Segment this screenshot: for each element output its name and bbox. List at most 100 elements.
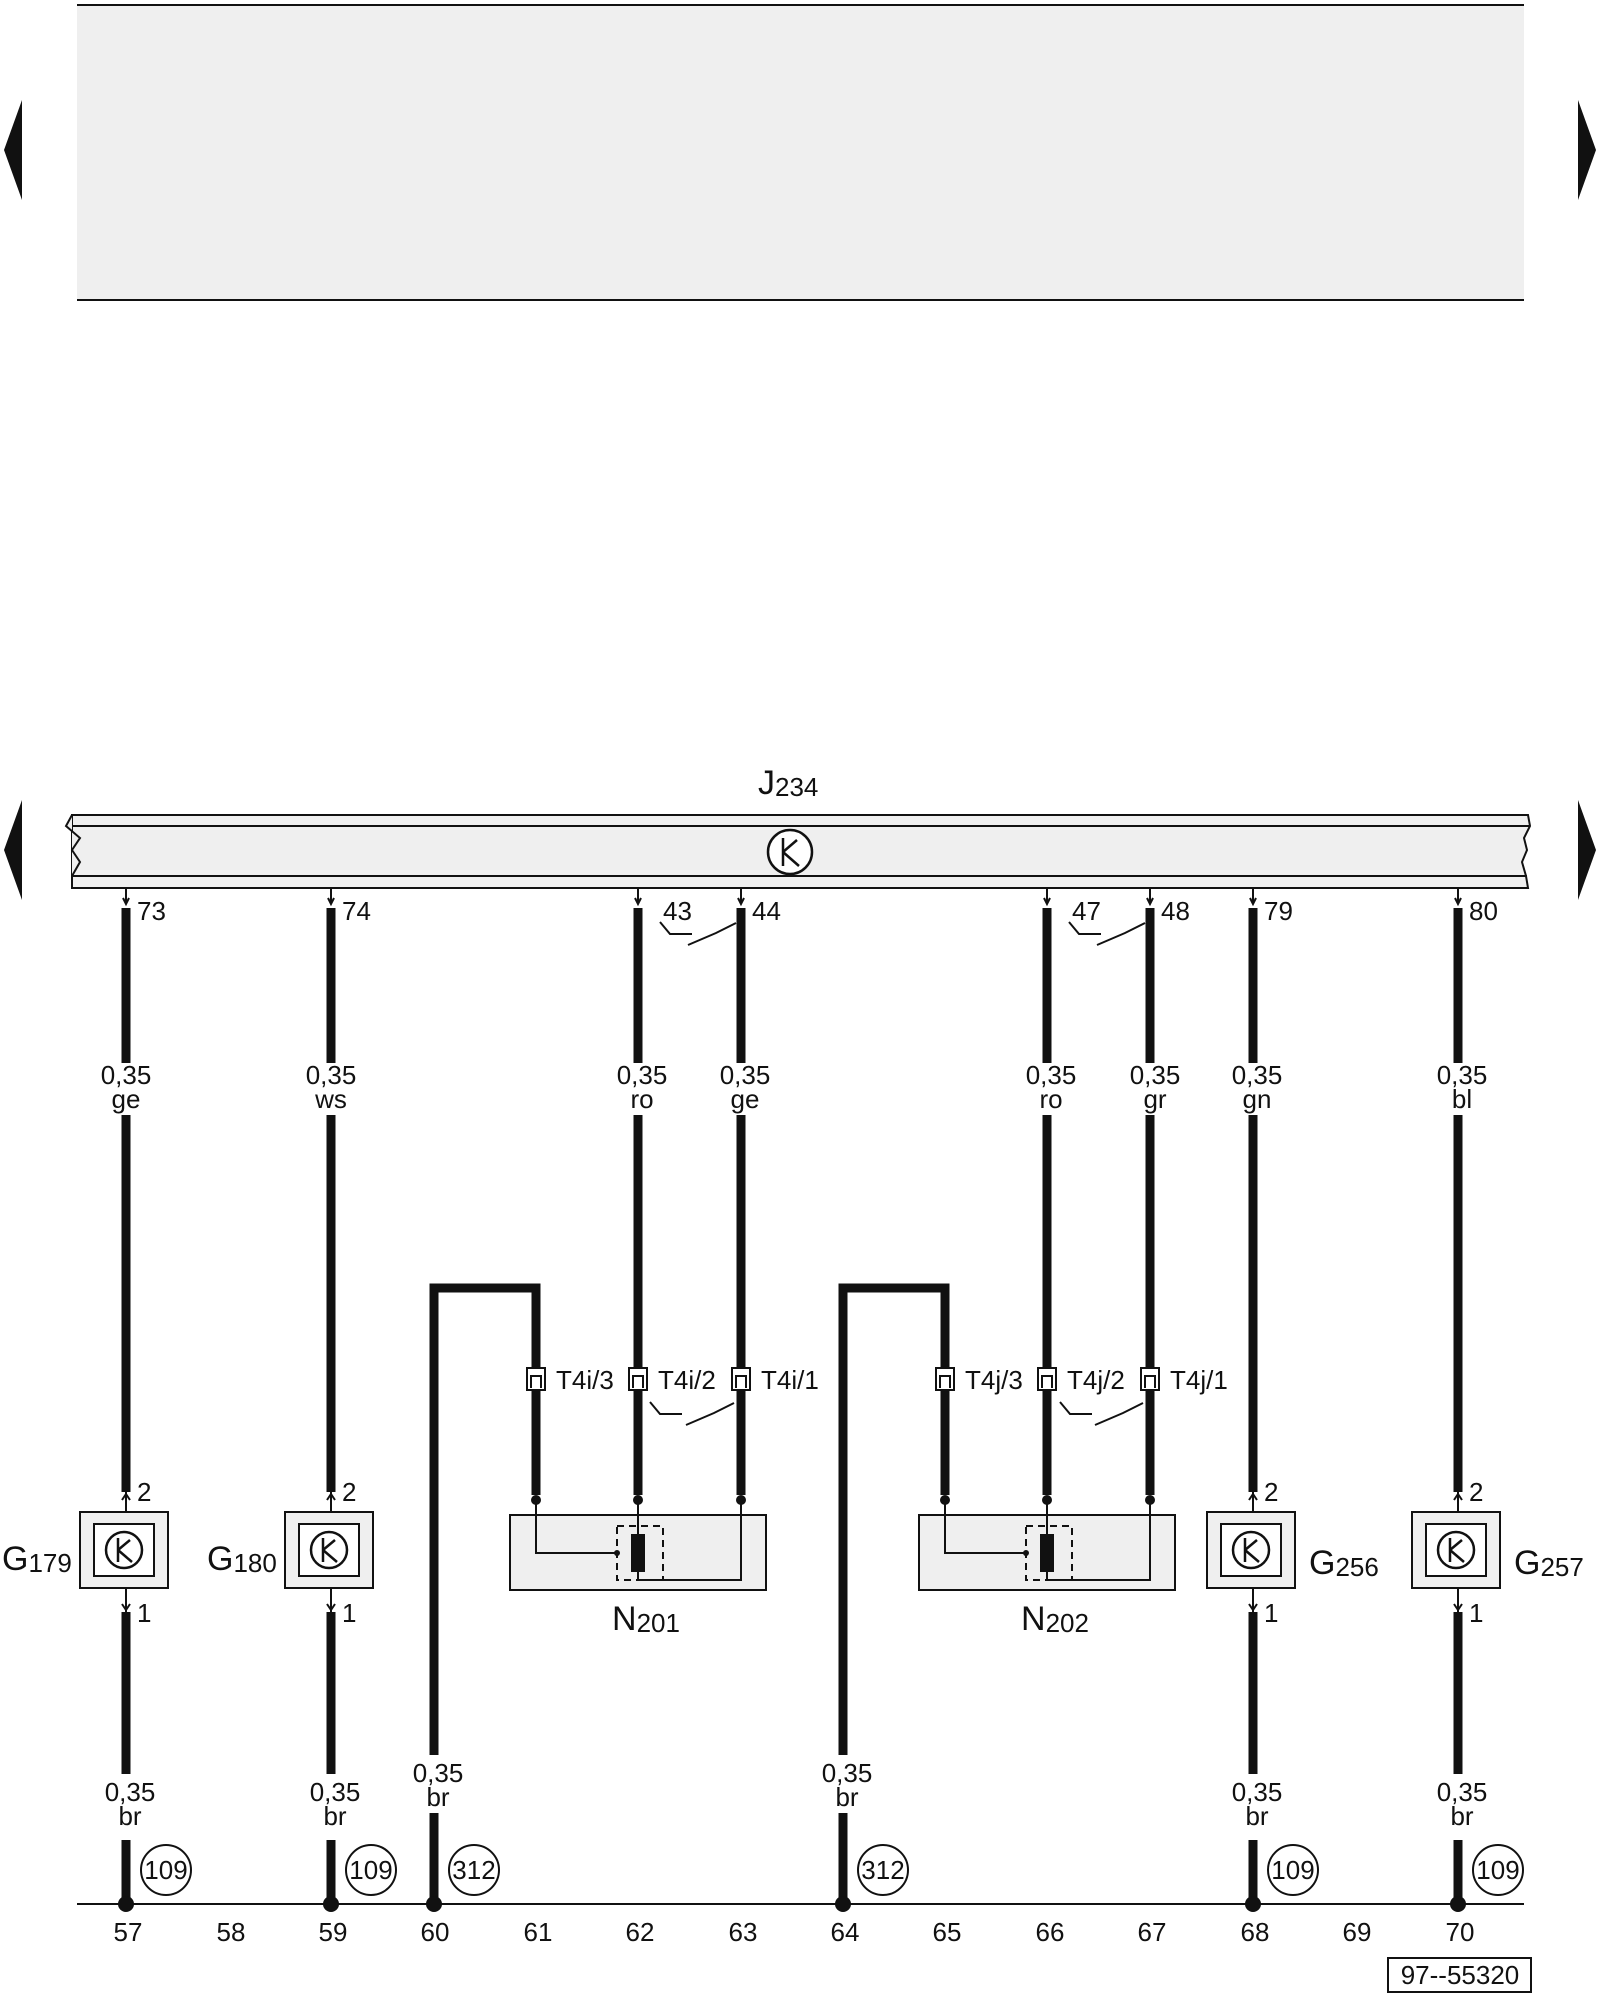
sensor-pin: 2: [342, 1477, 356, 1507]
connector-icon: [731, 1367, 751, 1391]
footer-code-box: [1387, 1957, 1532, 1993]
svg-text:br: br: [426, 1782, 449, 1812]
ground-bus-nodes: [118, 1896, 1466, 1912]
twisted-pair-marker: [1068, 921, 1146, 946]
svg-text:gr: gr: [1143, 1084, 1166, 1114]
sensor-g179: [79, 1492, 169, 1612]
sensor-pin: 2: [1469, 1477, 1483, 1507]
pin-79: 79: [1264, 896, 1293, 926]
track-number: 59: [319, 1917, 348, 1947]
connector-icon: [628, 1367, 648, 1391]
track-number: 65: [933, 1917, 962, 1947]
sensor-pin: 1: [137, 1598, 151, 1628]
track-number: 60: [421, 1917, 450, 1947]
track-number: 67: [1138, 1917, 1167, 1947]
svg-text:ge: ge: [731, 1084, 760, 1114]
ground-ref-109: 109: [1267, 1844, 1319, 1896]
connector-icon: [935, 1367, 955, 1391]
svg-text:0,35: 0,35: [101, 1060, 152, 1090]
svg-text:gn: gn: [1243, 1084, 1272, 1114]
twisted-pair-marker: [659, 921, 737, 946]
svg-text:br: br: [835, 1782, 858, 1812]
svg-text:0,35: 0,35: [1232, 1777, 1283, 1807]
sensor-label-g256: G256: [1309, 1544, 1379, 1582]
svg-text:br: br: [1245, 1801, 1268, 1831]
svg-text:109: 109: [1476, 1855, 1519, 1885]
ground-ref-312: 312: [448, 1844, 500, 1896]
prev-section-arrow[interactable]: [4, 800, 22, 900]
sensor-pin: 2: [137, 1477, 151, 1507]
control-unit-symbol-icon: [766, 828, 814, 876]
connector-icon: [1037, 1367, 1057, 1391]
svg-text:0,35: 0,35: [310, 1777, 361, 1807]
svg-text:ro: ro: [1039, 1084, 1062, 1114]
connector-icon: [1140, 1367, 1160, 1391]
svg-text:bl: bl: [1452, 1084, 1472, 1114]
prev-page-arrow[interactable]: [4, 100, 22, 200]
svg-text:0,35: 0,35: [1437, 1777, 1488, 1807]
svg-text:0,35: 0,35: [1026, 1060, 1077, 1090]
pin-44: 44: [752, 896, 781, 926]
next-page-arrow[interactable]: [1578, 100, 1596, 200]
footer-code: 97--55320: [1401, 1960, 1520, 1990]
svg-text:109: 109: [144, 1855, 187, 1885]
svg-text:br: br: [118, 1801, 141, 1831]
connector-label-t4j-2: T4j/2: [1067, 1365, 1125, 1395]
sensor-label-g180: G180: [207, 1540, 277, 1578]
top-panel: [77, 5, 1524, 300]
sensor-pin: 1: [1469, 1598, 1483, 1628]
svg-text:0,35: 0,35: [1130, 1060, 1181, 1090]
pin-73: 73: [137, 896, 166, 926]
pin-80: 80: [1469, 896, 1498, 926]
connector-label-t4i-2: T4i/2: [658, 1365, 716, 1395]
track-number: 66: [1036, 1917, 1065, 1947]
next-section-arrow[interactable]: [1578, 800, 1596, 900]
track-numbers: 57 58 59 60 61 62 63 64 65 66 67 68 69 7…: [114, 1917, 1475, 1947]
lower-wires: [121, 1612, 1463, 1902]
connector-label-t4i-1: T4i/1: [761, 1365, 819, 1395]
svg-text:0,35: 0,35: [822, 1758, 873, 1788]
connector-label-t4j-1: T4j/1: [1170, 1365, 1228, 1395]
svg-text:ro: ro: [630, 1084, 653, 1114]
track-number: 62: [626, 1917, 655, 1947]
svg-text:0,35: 0,35: [105, 1777, 156, 1807]
track-number: 69: [1343, 1917, 1372, 1947]
track-number: 63: [729, 1917, 758, 1947]
svg-text:br: br: [1450, 1801, 1473, 1831]
ground-ref-109: 109: [345, 1844, 397, 1896]
ground-ref-312: 312: [857, 1844, 909, 1896]
track-number: 64: [831, 1917, 860, 1947]
svg-text:0,35: 0,35: [617, 1060, 668, 1090]
valve-n202: [918, 1495, 1176, 1591]
pin-74: 74: [342, 896, 371, 926]
svg-text:109: 109: [1271, 1855, 1314, 1885]
connector-label-t4i-3: T4i/3: [556, 1365, 614, 1395]
sensor-g257: [1411, 1492, 1501, 1612]
track-number: 61: [524, 1917, 553, 1947]
track-number: 58: [217, 1917, 246, 1947]
pin-43: 43: [663, 896, 692, 926]
control-unit-label: J234: [758, 764, 818, 802]
svg-text:109: 109: [349, 1855, 392, 1885]
twisted-pair-marker: [1059, 1401, 1144, 1426]
svg-text:312: 312: [452, 1855, 495, 1885]
svg-text:0,35: 0,35: [306, 1060, 357, 1090]
valve-label-n201: N201: [612, 1600, 680, 1638]
sensor-pin: 1: [1264, 1598, 1278, 1628]
connector-icon: [526, 1367, 546, 1391]
sensor-pin: 1: [342, 1598, 356, 1628]
